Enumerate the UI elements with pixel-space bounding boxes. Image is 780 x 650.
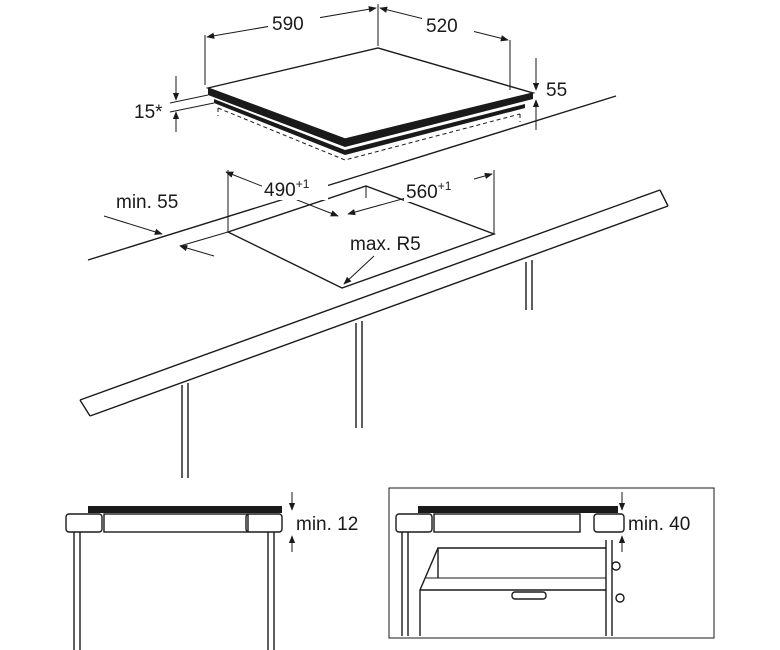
clearance-left-label: min. 12 (296, 514, 358, 535)
dimension-edge-gap: 15* (134, 76, 215, 132)
dimension-height: 55 (532, 58, 567, 130)
svg-text:560+1: 560+1 (406, 179, 452, 203)
cabinet-legs (181, 260, 533, 478)
cutout-width-tol: +1 (296, 177, 310, 191)
hob-body-side (103, 513, 249, 533)
edge-gap-label: 15* (134, 102, 163, 123)
width-label: 590 (272, 14, 304, 35)
detail-right: min. 40 (388, 487, 715, 639)
clearance-right-label: min. 40 (628, 514, 690, 535)
hob-unit (205, 47, 536, 161)
svg-text:490+1: 490+1 (264, 177, 310, 201)
detail-left: min. 12 (65, 492, 358, 650)
hob-glass-side (88, 506, 282, 513)
callout-corner-radius: max. R5 (343, 234, 421, 285)
hob-body-outline (217, 107, 521, 161)
oven-unit (419, 547, 625, 636)
dimension-depth: 520 (379, 6, 511, 90)
cutout-width-base: 490 (264, 180, 296, 201)
cutout-depth-tol: +1 (438, 179, 452, 193)
cutout-depth-base: 560 (406, 182, 438, 203)
hob-frame-edge (214, 99, 525, 155)
detail-frame (388, 487, 715, 639)
dimension-cutout-depth: 560+1 (347, 172, 493, 216)
depth-label: 520 (426, 16, 458, 37)
hob-glass-top (205, 47, 536, 140)
corner-radius-label: max. R5 (350, 234, 421, 255)
dimension-cutout-width: 490+1 (225, 171, 339, 217)
oven-handle (511, 591, 547, 600)
dimension-min-front: min. 55 (103, 192, 229, 257)
hob-glass-side-right (418, 506, 618, 513)
hob-glass-edge (208, 88, 533, 147)
dimension-width: 590 (204, 4, 379, 85)
min-front-label: min. 55 (116, 192, 178, 213)
height-label: 55 (546, 80, 567, 101)
